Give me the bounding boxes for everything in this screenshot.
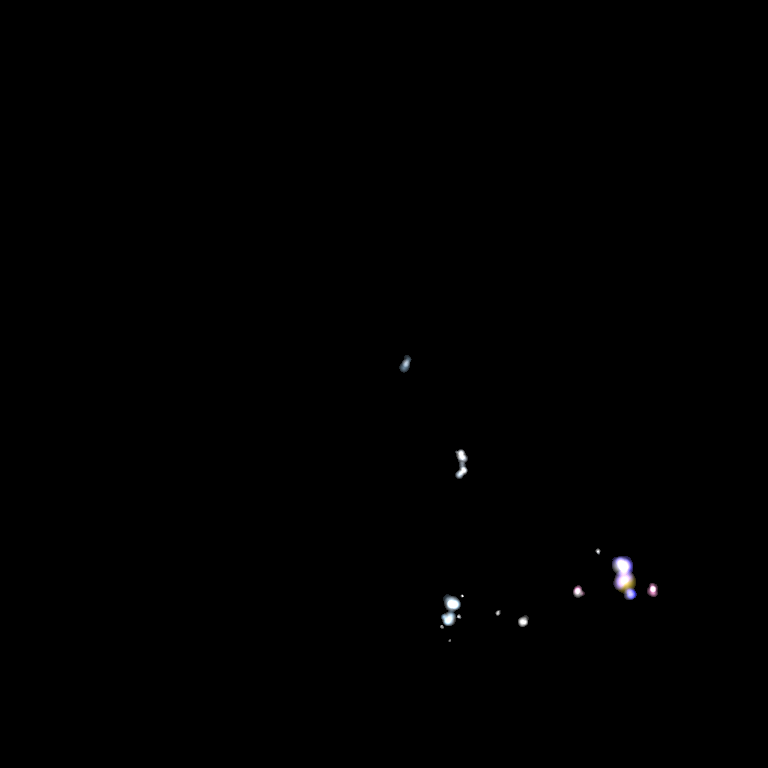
sky-canvas xyxy=(0,0,768,768)
sky-field-image: Sparse deep-field astronomical frame: bl… xyxy=(0,0,768,768)
